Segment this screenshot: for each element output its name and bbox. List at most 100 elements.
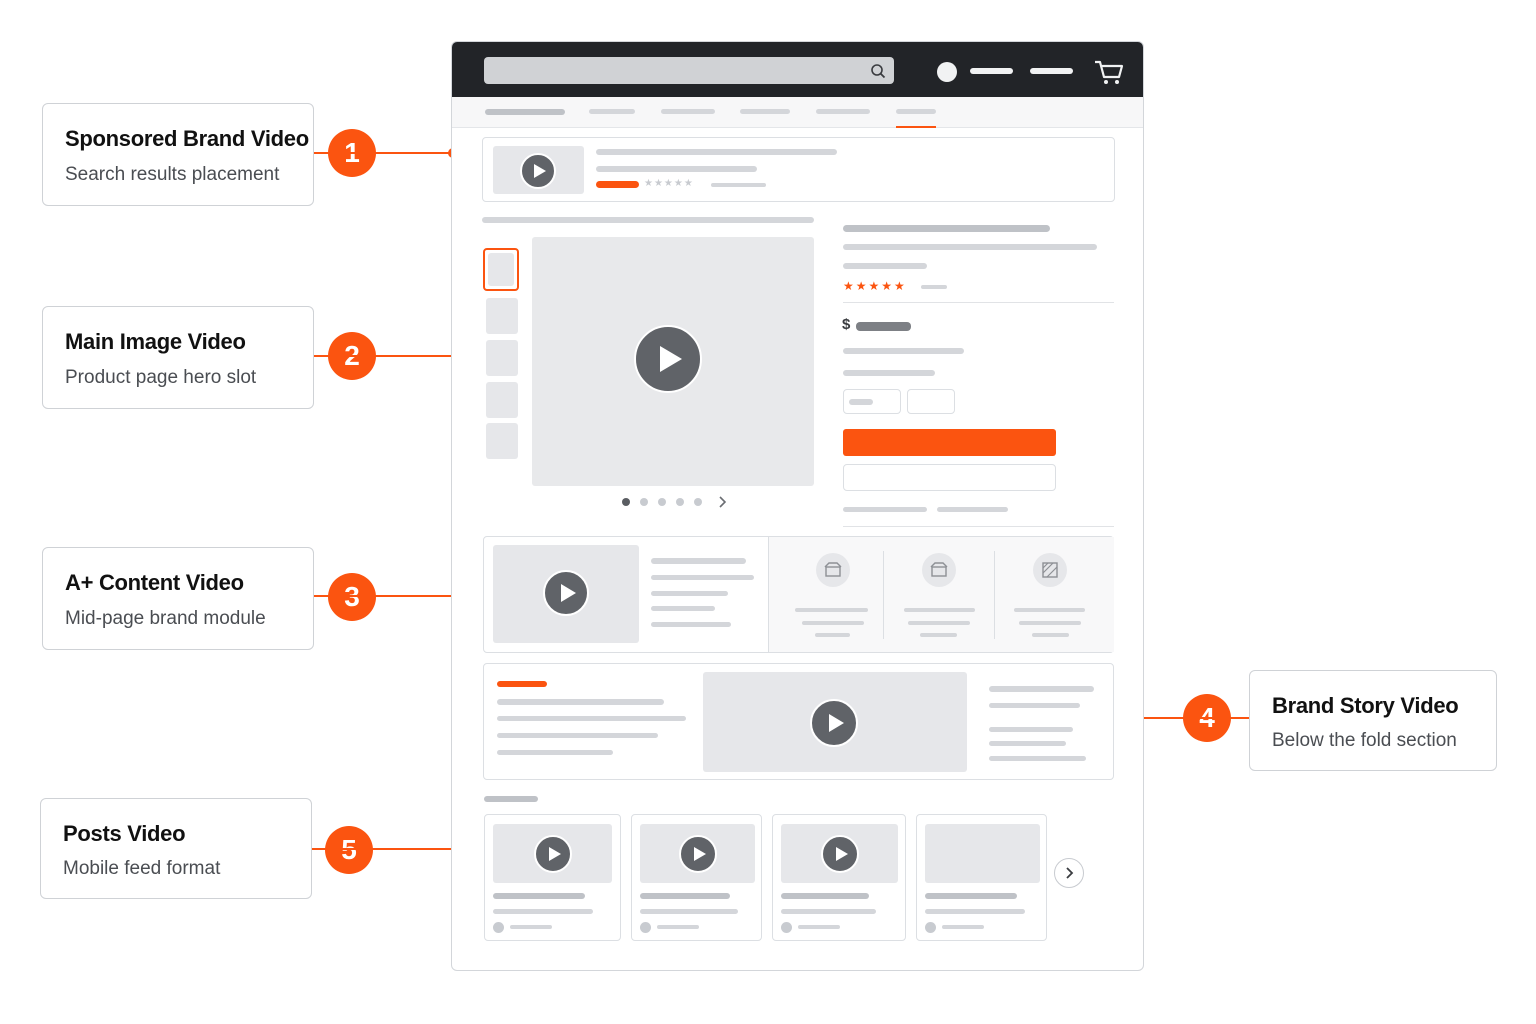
text-placeholder xyxy=(651,575,754,580)
buy-now-button[interactable] xyxy=(843,464,1056,491)
heading-accent-placeholder xyxy=(497,681,547,687)
text-placeholder xyxy=(989,686,1094,692)
text-placeholder xyxy=(510,925,552,929)
thumbnail[interactable] xyxy=(486,423,518,459)
chevron-right-icon xyxy=(1066,867,1074,879)
search-input[interactable] xyxy=(484,57,894,84)
price-placeholder xyxy=(856,322,911,331)
callout-brand-story-video: Brand Story Video Below the fold section xyxy=(1249,670,1497,771)
thumbnail-image xyxy=(488,253,514,286)
rating-stars: ★★★★★ xyxy=(644,178,694,189)
play-icon[interactable] xyxy=(634,325,702,393)
a-plus-video[interactable] xyxy=(493,545,639,643)
text-placeholder xyxy=(942,925,984,929)
text-placeholder xyxy=(989,727,1073,732)
quantity-select[interactable] xyxy=(843,389,901,414)
nav-link-placeholder[interactable] xyxy=(1030,68,1073,74)
post-video[interactable] xyxy=(493,824,612,883)
text-placeholder xyxy=(798,925,840,929)
posts-next-button[interactable] xyxy=(1054,858,1084,888)
select-value-placeholder xyxy=(849,399,873,405)
post-card[interactable] xyxy=(631,814,762,941)
text-placeholder xyxy=(802,621,864,625)
tab-placeholder[interactable] xyxy=(661,109,715,114)
callout-title: Brand Story Video xyxy=(1272,693,1459,718)
tab-bar xyxy=(452,97,1143,128)
divider xyxy=(843,302,1114,303)
price-currency: $ xyxy=(842,316,851,333)
text-placeholder xyxy=(497,716,686,721)
user-icon[interactable] xyxy=(937,62,957,82)
chevron-right-icon[interactable] xyxy=(717,496,727,508)
search-icon[interactable] xyxy=(870,63,886,79)
callout-subtitle: Product page hero slot xyxy=(65,367,257,388)
tab-active-placeholder[interactable] xyxy=(485,109,565,115)
text-placeholder xyxy=(843,348,964,354)
text-placeholder xyxy=(989,756,1086,761)
callout-main-image-video: Main Image Video Product page hero slot xyxy=(42,306,314,409)
video-thumbnail[interactable] xyxy=(493,146,584,194)
text-placeholder xyxy=(1019,621,1081,625)
carousel-dot[interactable] xyxy=(658,498,666,506)
headline-placeholder xyxy=(596,149,837,155)
carousel-dot[interactable] xyxy=(676,498,684,506)
nav-link-placeholder[interactable] xyxy=(970,68,1013,74)
play-icon[interactable] xyxy=(679,835,717,873)
number-badge-5: 5 xyxy=(325,826,373,874)
play-icon[interactable] xyxy=(543,570,589,616)
product-title-placeholder xyxy=(843,225,1050,232)
callout-subtitle: Search results placement xyxy=(65,164,280,185)
site-header xyxy=(452,42,1143,97)
play-icon[interactable] xyxy=(821,835,859,873)
text-placeholder xyxy=(937,507,1008,512)
text-placeholder xyxy=(651,606,715,611)
play-icon[interactable] xyxy=(520,153,556,189)
text-placeholder xyxy=(657,925,699,929)
text-placeholder xyxy=(815,633,850,637)
tab-placeholder[interactable] xyxy=(896,109,936,114)
text-placeholder xyxy=(651,558,746,564)
text-placeholder xyxy=(1032,633,1069,637)
avatar xyxy=(640,922,651,933)
text-placeholder xyxy=(596,166,757,172)
main-image-video[interactable] xyxy=(532,237,814,486)
text-placeholder xyxy=(989,741,1066,746)
text-placeholder xyxy=(711,183,766,187)
post-card[interactable] xyxy=(916,814,1047,941)
avatar xyxy=(925,922,936,933)
text-placeholder xyxy=(925,893,1017,899)
thumbnail[interactable] xyxy=(486,340,518,376)
avatar xyxy=(781,922,792,933)
tab-placeholder[interactable] xyxy=(740,109,790,114)
thumbnail-active[interactable] xyxy=(483,248,519,291)
post-card[interactable] xyxy=(484,814,621,941)
connector-line-1 xyxy=(314,152,454,154)
thumbnail[interactable] xyxy=(486,382,518,418)
post-video[interactable] xyxy=(781,824,898,883)
variant-select[interactable] xyxy=(907,389,955,414)
post-image[interactable] xyxy=(925,824,1040,883)
carousel-dot[interactable] xyxy=(694,498,702,506)
cart-icon[interactable] xyxy=(1093,58,1125,86)
brand-story-video[interactable] xyxy=(703,672,967,772)
add-to-cart-button[interactable] xyxy=(843,429,1056,456)
callout-subtitle: Mid-page brand module xyxy=(65,608,266,629)
tab-placeholder[interactable] xyxy=(816,109,870,114)
tab-placeholder[interactable] xyxy=(589,109,635,114)
tab-underline xyxy=(896,126,936,128)
text-placeholder xyxy=(920,633,957,637)
carousel-dot-active[interactable] xyxy=(622,498,630,506)
brand-placeholder xyxy=(843,263,927,269)
carousel-dot[interactable] xyxy=(640,498,648,506)
text-placeholder xyxy=(640,893,730,899)
text-placeholder xyxy=(651,591,728,596)
text-placeholder xyxy=(989,703,1080,708)
text-placeholder xyxy=(795,608,868,612)
play-icon[interactable] xyxy=(810,699,858,747)
callout-subtitle: Below the fold section xyxy=(1272,730,1457,751)
sponsored-brand-card[interactable]: ★★★★★ xyxy=(482,137,1115,202)
thumbnail[interactable] xyxy=(486,298,518,334)
post-video[interactable] xyxy=(640,824,755,883)
post-card[interactable] xyxy=(772,814,906,941)
play-icon[interactable] xyxy=(534,835,572,873)
